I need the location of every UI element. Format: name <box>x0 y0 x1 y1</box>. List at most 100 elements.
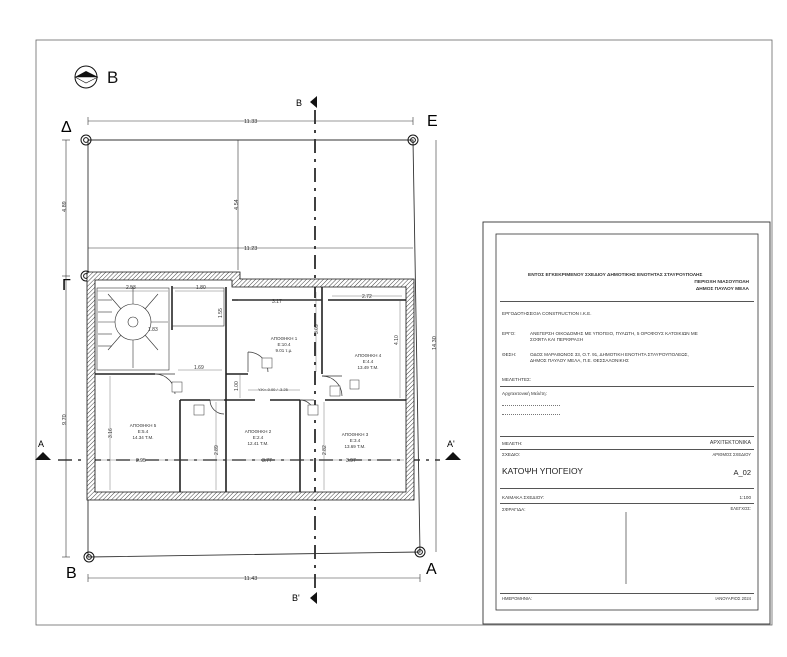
dimension-lines <box>62 117 437 582</box>
section-arrow-right-icon <box>445 452 461 460</box>
room-5-code: Ε:5.4 <box>138 429 149 434</box>
section-label-top: B <box>296 98 302 108</box>
staircase <box>96 286 225 371</box>
room-1-name: ΑΠΟΘΗΚΗ 1 <box>271 336 298 341</box>
section-label-bottom: B' <box>292 593 300 603</box>
corner-label-top-left: Δ <box>61 119 72 136</box>
building-walls <box>86 271 415 501</box>
corner-label-bottom-right: A <box>426 561 437 578</box>
room-2-name: ΑΠΟΘΗΚΗ 2 <box>245 429 272 434</box>
tb-study-label: ΜΕΛΕΤΗ: <box>502 441 523 446</box>
room-4-name: ΑΠΟΘΗΚΗ 4 <box>355 353 382 358</box>
tb-seals-label: ΣΦΡΑΓΙΔΑ: <box>502 507 526 512</box>
room-3-code: Ε:3.4 <box>350 438 361 443</box>
tb-seals-right: ΕΛΕΓΧΟΣ: <box>730 506 752 511</box>
room-1-area: 9.01 τ.μ. <box>276 348 293 353</box>
tb-divider-4 <box>500 449 754 450</box>
dim-corridor: 1.69 <box>194 365 204 371</box>
dim-storage1-width: 3.17 <box>272 299 282 305</box>
tb-project-value-1: ΑΝΕΓΕΡΣΗ ΟΙΚΟΔΟΜΗΣ ΜΕ ΥΠΟΓΕΙΟ, ΠΥΛΩΤΗ, 5… <box>530 331 698 336</box>
dim-storage4-height: 4.10 <box>394 335 400 345</box>
tb-project-label: ΕΡΓΟ: <box>502 331 516 336</box>
room-4-area: 13.49 Τ.Μ. <box>358 365 379 370</box>
tb-divider-1 <box>500 301 754 302</box>
dim-storage1-height: 3.09 <box>314 324 320 334</box>
room-4-code: Ε:4.4 <box>363 359 374 364</box>
room-2-area: 12.41 Τ.Μ. <box>248 441 269 446</box>
tb-scale-label: ΚΛΙΜΑΚΑ ΣΧΕΔΙΟΥ: <box>502 495 545 500</box>
corner-marker-bottom-left-icon <box>83 551 95 563</box>
room-3-name: ΑΠΟΘΗΚΗ 3 <box>342 432 369 437</box>
tb-owner-label: ΕΡΓΟΔΟΤΗΣ: <box>502 311 531 316</box>
corner-label-top-right: E <box>427 113 438 130</box>
section-label-right: A' <box>447 439 455 449</box>
sheet-frame <box>35 39 773 626</box>
equipment-boxes <box>171 357 360 416</box>
dim-stair-width: 2.53 <box>126 285 136 291</box>
dim-storage4-width: 2.72 <box>362 294 372 300</box>
dim-stair-landing: 1.80 <box>196 285 206 291</box>
tb-location-label: ΘΕΣΗ: <box>502 352 517 357</box>
room-3-area: 13.69 Τ.Μ. <box>345 444 366 449</box>
room-5-area: 14.34 Τ.Μ. <box>133 435 154 440</box>
doors <box>154 351 343 415</box>
dim-top-width: 11.33 <box>244 119 257 125</box>
tb-location-value-1: ΟΔΟΣ ΜΑΡΑΘΩΝΟΣ 33, Ο.Τ. 91, ΔΗΜΟΤΙΚΗ ΕΝΟ… <box>530 352 689 357</box>
tb-drawing-title: ΚΑΤΟΨΗ ΥΠΟΓΕΙΟΥ <box>502 466 583 476</box>
dim-stair-side: 1.55 <box>218 308 224 318</box>
dim-storage5-height: 3.16 <box>108 428 114 438</box>
tb-drawing-label: ΣΧΕΔΙΟ: <box>502 452 521 457</box>
tb-divider-2 <box>500 386 754 387</box>
dim-storage2-height: 2.89 <box>214 445 220 455</box>
level-tag: Υ.Κ=-0.00 / -3.25 <box>258 387 289 392</box>
section-arrow-left-icon <box>35 452 51 460</box>
interior-dimension-lines <box>96 290 404 490</box>
dim-mid-width: 11.23 <box>244 246 257 252</box>
tb-engineer-name: Αρχιτεκτονική Μελέτη: <box>502 391 547 396</box>
section-arrow-top-icon <box>310 96 317 108</box>
tb-sign-line-2 <box>502 414 560 415</box>
dim-bottom-width: 11.43 <box>244 576 257 582</box>
tb-project-value-2: ΣΟΦΙΤΑ ΚΑΙ ΠΕΡΙΦΡΑΞΗ <box>530 337 584 342</box>
north-arrow-icon <box>74 65 99 89</box>
tb-header-2: ΠΕΡΙΟΧΗ ΝΙΑΣΟΥΠΟΛΗ <box>694 280 749 285</box>
dim-stair-depth: 1.83 <box>148 327 158 333</box>
corner-label-mid-left: Γ <box>62 277 71 294</box>
tb-divider-6 <box>500 503 754 504</box>
title-block-outer <box>482 221 771 625</box>
tb-location-value-2: ΔΗΜΟΣ ΠΑΥΛΟΥ ΜΕΛΑ, Π.Ε. ΘΕΣΣΑΛΟΝΙΚΗΣ <box>530 358 629 363</box>
room-labels: ΑΠΟΘΗΚΗ 1 Ε:10.4 9.01 τ.μ. ΑΠΟΘΗΚΗ 2 Ε:2… <box>130 336 382 449</box>
corner-marker-top-right-icon <box>407 134 419 146</box>
corner-marker-top-left-icon <box>80 134 92 146</box>
interior-dimension-text: 2.53 1.80 1.83 1.55 1.69 3.17 2.72 3.09 … <box>108 285 400 464</box>
tb-header-3: ΔΗΜΟΣ ΠΑΥΛΟΥ ΜΕΛΑ <box>695 287 749 292</box>
north-label: B <box>107 68 118 87</box>
room-1-code: Ε:10.4 <box>277 342 291 347</box>
tb-study-value: ΑΡΧΙΤΕΚΤΟΝΙΚΑ <box>709 440 751 446</box>
room-5-name: ΑΠΟΘΗΚΗ 5 <box>130 423 157 428</box>
tb-drawing-number-label: ΑΡΙΘΜΟΣ ΣΧΕΔΙΟΥ <box>712 452 751 457</box>
dim-right-total: 14.30 <box>432 336 438 350</box>
section-label-left: A <box>38 439 44 449</box>
interior-walls <box>95 286 406 492</box>
title-block-inner <box>495 233 759 611</box>
section-arrow-bottom-icon <box>310 592 317 604</box>
corner-label-bottom-left: B <box>66 565 77 582</box>
tb-divider-5 <box>500 488 754 489</box>
tb-owner-value: EGIA CONSTRUCTION Ι.Κ.Ε. <box>530 311 592 316</box>
tb-date-label: ΗΜΕΡΟΜΗΝΙΑ: <box>502 596 533 601</box>
tb-drawing-number: Α_02 <box>733 468 751 477</box>
dim-storage3-height: 2.82 <box>322 445 328 455</box>
dim-bottom-b: 3.77 <box>262 458 272 464</box>
tb-scale-value: 1:100 <box>739 495 752 500</box>
tb-sign-line-1 <box>502 405 560 406</box>
tb-engineers-label: ΜΕΛΕΤΗΤΕΣ: <box>502 377 532 382</box>
dim-left-lower: 9.70 <box>62 414 68 425</box>
dim-corridor-height: 1.00 <box>234 381 240 391</box>
tb-divider-3 <box>500 436 754 437</box>
dim-bottom-a: 2.95 <box>136 458 146 464</box>
dimension-text: 11.33 11.23 11.43 4.89 9.70 14.30 4.54 <box>62 119 438 582</box>
tb-divider-7 <box>500 593 754 594</box>
corner-marker-bottom-right-icon <box>414 546 426 558</box>
dim-left-upper: 4.89 <box>62 201 68 212</box>
